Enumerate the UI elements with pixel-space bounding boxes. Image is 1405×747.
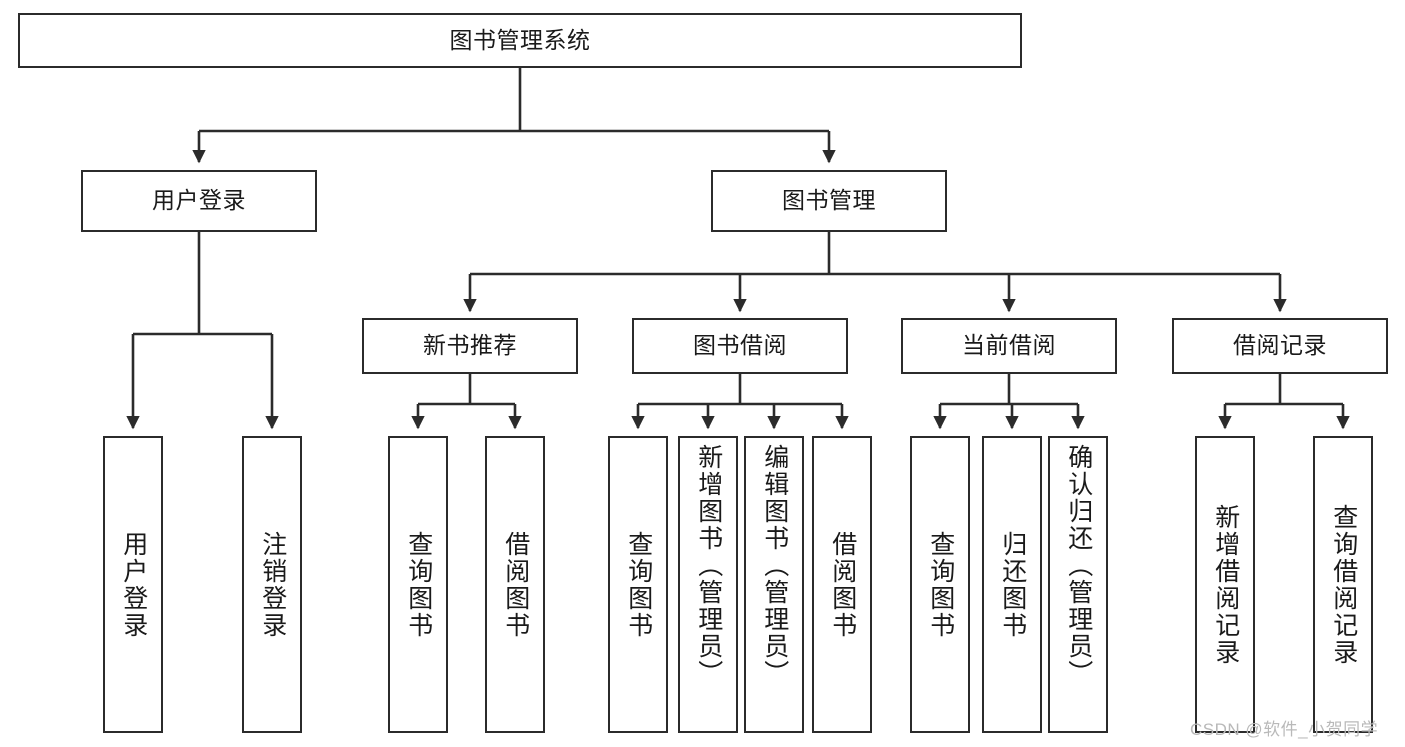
- leaf-current-return-book[interactable]: 归还图书: [982, 436, 1042, 733]
- node-label: 查询借阅记录: [1329, 503, 1358, 666]
- node-root-system[interactable]: 图书管理系统: [18, 13, 1022, 68]
- leaf-record-query-record[interactable]: 查询借阅记录: [1313, 436, 1373, 733]
- node-book-management[interactable]: 图书管理: [711, 170, 947, 232]
- node-label: 图书管理系统: [449, 26, 591, 53]
- node-label: 借阅记录: [1233, 332, 1327, 359]
- node-label: 归还图书: [998, 530, 1027, 639]
- node-current-borrow[interactable]: 当前借阅: [901, 318, 1117, 374]
- leaf-recommend-borrow-book[interactable]: 借阅图书: [485, 436, 545, 733]
- node-label: 编辑图书（管理员）: [760, 444, 789, 687]
- node-label: 新增图书（管理员）: [694, 444, 723, 687]
- node-borrow-record[interactable]: 借阅记录: [1172, 318, 1388, 374]
- node-label: 确认归还（管理员）: [1064, 444, 1093, 687]
- leaf-recommend-query-book[interactable]: 查询图书: [388, 436, 448, 733]
- node-new-book-recommend[interactable]: 新书推荐: [362, 318, 578, 374]
- node-label: 图书借阅: [693, 332, 787, 359]
- node-label: 借阅图书: [828, 530, 857, 639]
- node-label: 图书管理: [782, 187, 876, 214]
- node-label: 查询图书: [404, 530, 433, 639]
- leaf-borrow-do-borrow[interactable]: 借阅图书: [812, 436, 872, 733]
- node-label: 用户登录: [119, 530, 148, 639]
- node-label: 用户登录: [152, 187, 246, 214]
- node-user-login[interactable]: 用户登录: [81, 170, 317, 232]
- leaf-borrow-query-book[interactable]: 查询图书: [608, 436, 668, 733]
- leaf-borrow-edit-book[interactable]: 编辑图书（管理员）: [744, 436, 804, 733]
- leaf-current-query-book[interactable]: 查询图书: [910, 436, 970, 733]
- leaf-borrow-add-book[interactable]: 新增图书（管理员）: [678, 436, 738, 733]
- node-label: 当前借阅: [962, 332, 1056, 359]
- node-label: 借阅图书: [501, 530, 530, 639]
- leaf-record-add-record[interactable]: 新增借阅记录: [1195, 436, 1255, 733]
- leaf-user-login[interactable]: 用户登录: [103, 436, 163, 733]
- node-book-borrow[interactable]: 图书借阅: [632, 318, 848, 374]
- node-label: 查询图书: [624, 530, 653, 639]
- node-label: 注销登录: [258, 530, 287, 639]
- node-label: 新增借阅记录: [1211, 503, 1240, 666]
- node-label: 新书推荐: [423, 332, 517, 359]
- node-label: 查询图书: [926, 530, 955, 639]
- csdn-watermark: CSDN @软件_小贺同学: [1190, 720, 1379, 739]
- leaf-user-logout[interactable]: 注销登录: [242, 436, 302, 733]
- leaf-current-confirm-return[interactable]: 确认归还（管理员）: [1048, 436, 1108, 733]
